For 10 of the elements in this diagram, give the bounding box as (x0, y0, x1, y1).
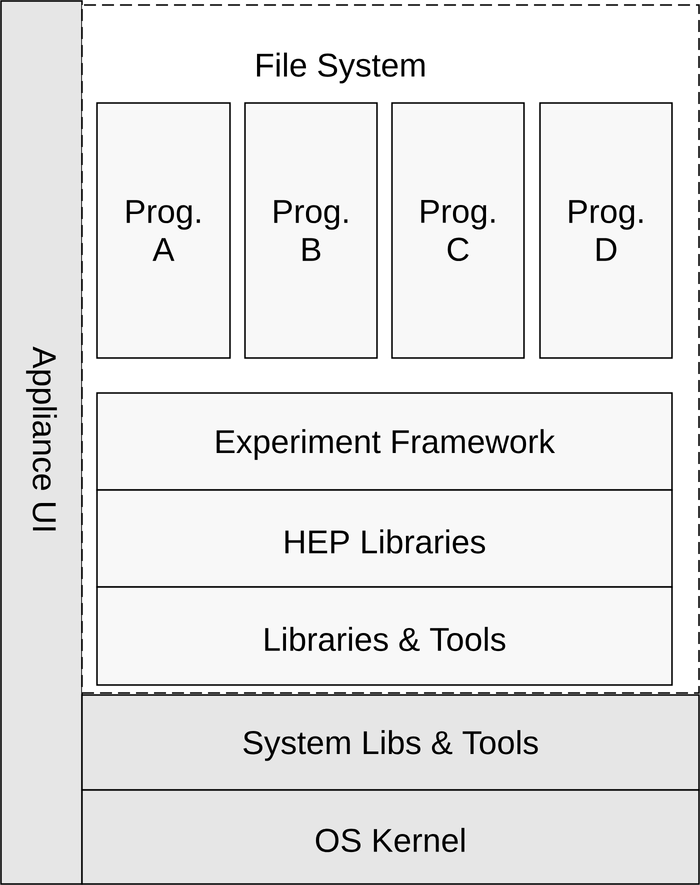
layer-box: OS Kernel (81, 789, 700, 885)
program-box: Prog. C (391, 102, 525, 359)
program-box: Prog. B (244, 102, 378, 359)
layer-box: HEP Libraries (96, 489, 673, 588)
program-box: Prog. D (539, 102, 673, 359)
side-bar: Appliance UI (0, 0, 83, 885)
layer-box: System Libs & Tools (81, 694, 700, 791)
layer-box: Experiment Framework (96, 392, 673, 491)
program-box: Prog. A (96, 102, 231, 359)
layer-box: Libraries & Tools (96, 586, 673, 686)
